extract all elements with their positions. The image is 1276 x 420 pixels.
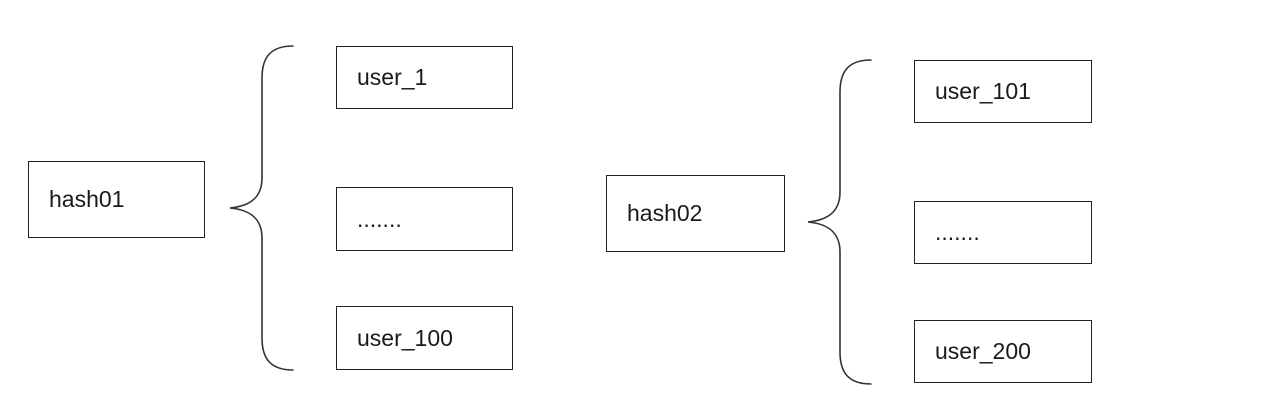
group-2-user-label: user_101 [935, 78, 1031, 104]
hash02-label: hash02 [627, 200, 703, 226]
group-1-user-box: user_100 [336, 306, 513, 370]
group-2-user-box: user_200 [914, 320, 1092, 383]
group-1-ellipsis-box: ....... [336, 187, 513, 251]
group-2-user-label: user_200 [935, 338, 1031, 364]
hash01-node: hash01 [28, 161, 205, 238]
group-1-user-box: user_1 [336, 46, 513, 109]
group-1-user-label: user_100 [357, 324, 453, 351]
group-2-user-box: user_101 [914, 60, 1092, 123]
group-2-ellipsis-box: ....... [914, 201, 1092, 264]
hash01-label: hash01 [49, 186, 125, 212]
group-2-brace [807, 59, 872, 385]
group-1-ellipsis-label: ....... [357, 205, 402, 232]
group-1-user-label: user_1 [357, 64, 428, 90]
group-1-brace [229, 45, 294, 371]
hash02-node: hash02 [606, 175, 785, 252]
group-2-ellipsis-label: ....... [935, 219, 980, 245]
